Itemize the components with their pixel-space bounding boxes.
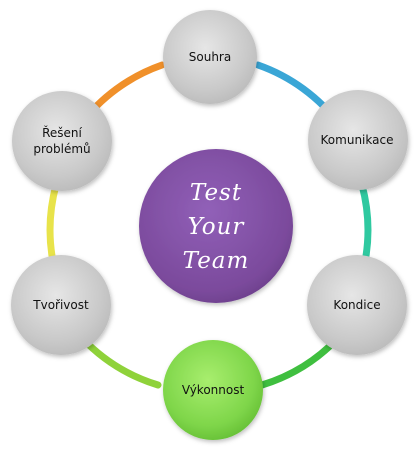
center-line-1: Test [190,180,242,206]
node-vykonnost: Výkonnost [163,340,263,440]
center-node: Test Your Team [139,149,293,303]
node-komunikace: Komunikace [308,90,408,190]
center-line-2: Your [188,214,246,240]
ring-segment-vykonnost-tvorivost [78,334,162,389]
node-label-tvorivost: Tvořivost [32,298,89,312]
node-label-kondice: Kondice [333,298,380,312]
center-circle [139,149,293,303]
node-label-vykonnost: Výkonnost [182,383,245,397]
node-circle-komunikace [308,90,408,190]
node-circle-reseni-problemu [12,91,112,191]
node-circle-kondice [307,255,407,355]
node-circle-tvorivost [11,255,111,355]
ring-segment-kondice-vykonnost [258,334,342,389]
node-circle-vykonnost [163,340,263,440]
node-tvorivost: Tvořivost [11,255,111,355]
node-souhra: Souhra [163,10,257,104]
node-label-reseni-line-2: problémů [33,142,90,156]
node-label-reseni-line-1: Řešení [42,125,82,140]
node-label-komunikace: Komunikace [321,133,394,147]
node-kondice: Kondice [307,255,407,355]
center-line-3: Team [183,248,250,274]
node-label-souhra: Souhra [189,50,231,64]
node-reseni-problemu: Řešení problémů [12,91,112,191]
node-circle-souhra [163,10,257,104]
